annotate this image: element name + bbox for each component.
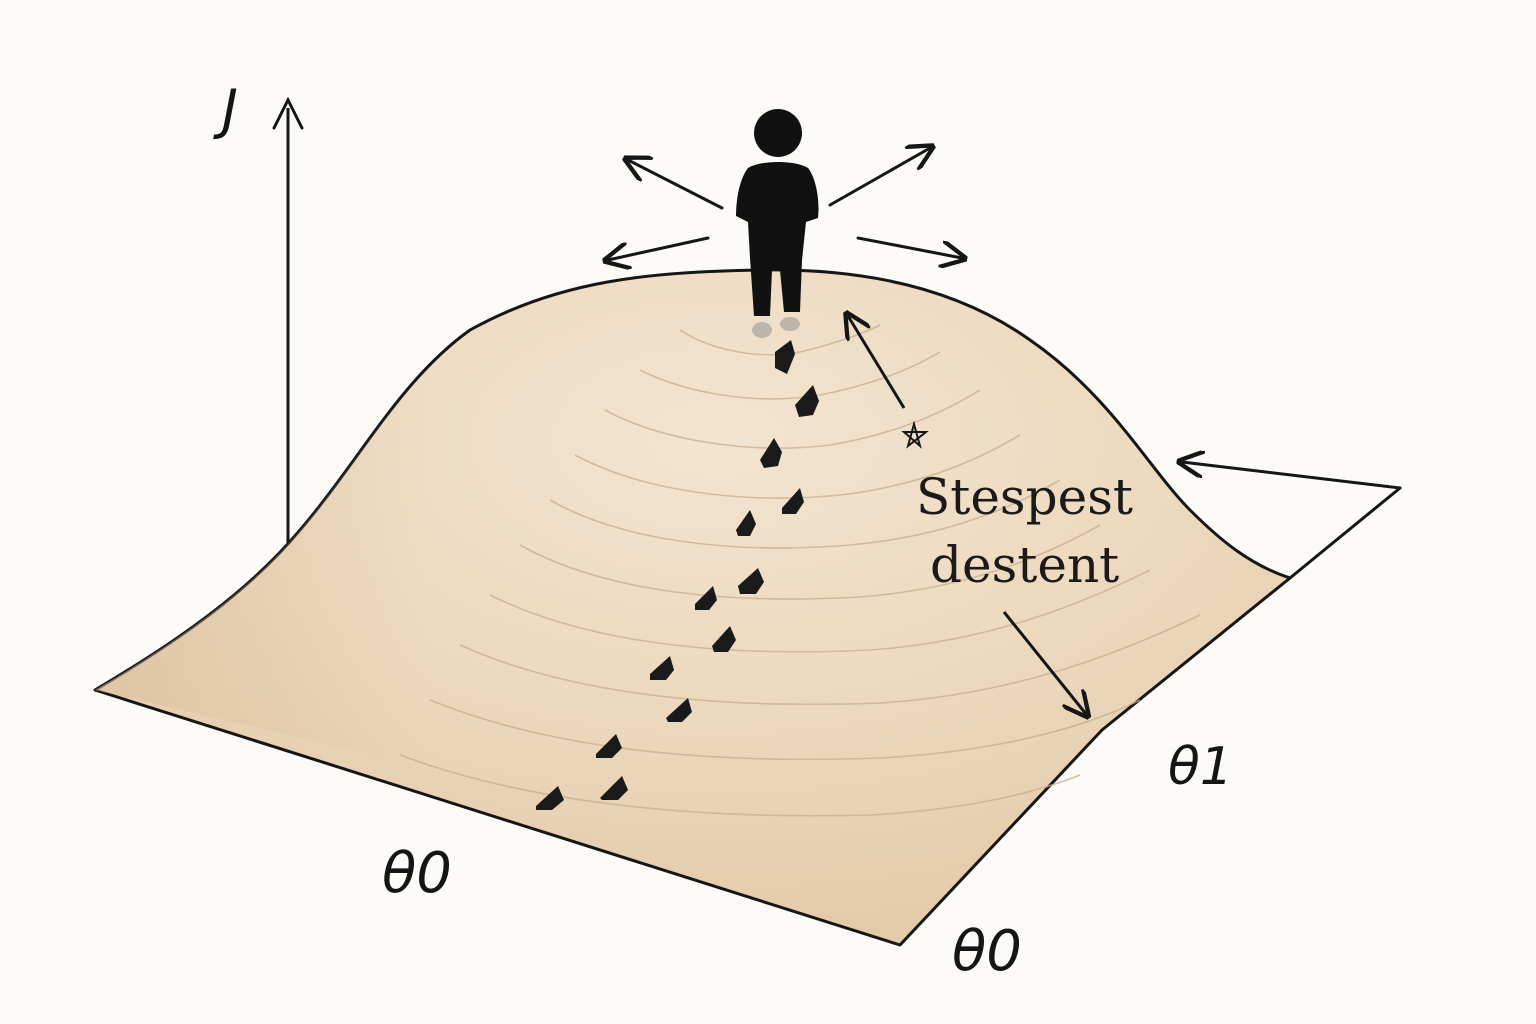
footprint-trail <box>536 340 819 810</box>
person-silhouette-icon <box>736 109 819 338</box>
direction-arrows <box>608 148 962 260</box>
j-axis-arrowhead <box>272 96 304 130</box>
star-marker-icon <box>901 420 929 449</box>
footprint-icon <box>536 786 564 810</box>
ascent-arrow <box>848 316 906 409</box>
footprint-icon <box>760 438 782 468</box>
j-axis-label: J <box>213 78 238 141</box>
footprint-icon <box>775 340 795 374</box>
footprint-icon <box>738 568 764 594</box>
footprint-icon <box>596 734 622 758</box>
theta0-corner-label: θ0 <box>952 919 1022 984</box>
arrow-right <box>856 236 962 258</box>
annotation-line-1: Stespest <box>916 468 1133 526</box>
pointer-bracket <box>1182 462 1402 580</box>
surface-shading <box>95 270 760 780</box>
footprint-icon <box>712 626 736 652</box>
footprint-icon <box>736 510 756 536</box>
descent-arrow <box>1002 611 1086 714</box>
footprint-icon <box>695 586 717 610</box>
annotation-line-2: destent <box>930 536 1119 594</box>
footprint-icon <box>600 776 628 800</box>
theta0-front-label: θ0 <box>382 841 452 906</box>
arrow-up-left <box>628 160 724 210</box>
arrow-up-right <box>828 148 930 207</box>
arrow-left <box>608 236 710 260</box>
theta1-side-label: θ1 <box>1168 737 1233 797</box>
footprint-icon <box>795 385 819 417</box>
footprint-icon <box>650 656 674 680</box>
contour-lines <box>399 324 1201 817</box>
footprint-icon <box>782 488 804 514</box>
footprint-icon <box>666 698 692 722</box>
